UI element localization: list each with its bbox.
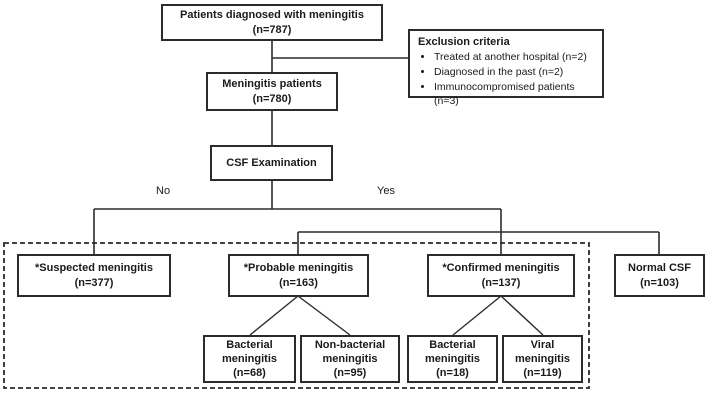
node-label: Patients diagnosed with meningitis: [180, 9, 364, 22]
dashed-group-outline: [3, 242, 590, 389]
node-bacterial-meningitis-confirmed: Bacterial meningitis (n=18): [407, 335, 498, 383]
exclusion-item: Immunocompromised patients (n=3): [434, 80, 596, 109]
node-count: (n=95): [333, 367, 367, 380]
node-normal-csf: Normal CSF (n=103): [614, 254, 705, 297]
node-label: *Probable meningitis: [243, 262, 354, 275]
exclusion-item: Diagnosed in the past (n=2): [434, 65, 596, 80]
node-suspected-meningitis: *Suspected meningitis (n=377): [17, 254, 171, 297]
node-count: (n=119): [523, 367, 562, 380]
node-label: Non-bacterial: [314, 338, 386, 351]
branch-label-yes: Yes: [377, 185, 395, 197]
node-count: (n=68): [233, 367, 266, 380]
node-count: (n=163): [279, 276, 318, 289]
connector-probable-to-nonbacterial: [297, 295, 351, 336]
node-label: meningitis: [514, 352, 570, 365]
node-viral-meningitis: Viral meningitis (n=119): [502, 335, 583, 383]
node-count: (n=780): [252, 92, 292, 105]
node-confirmed-meningitis: *Confirmed meningitis (n=137): [427, 254, 575, 297]
node-count: (n=377): [74, 276, 114, 289]
node-label: Meningitis patients: [222, 78, 322, 91]
node-patients-diagnosed: Patients diagnosed with meningitis (n=78…: [161, 4, 383, 41]
node-meningitis-patients: Meningitis patients (n=780): [206, 72, 338, 111]
node-label: Bacterial: [226, 338, 273, 351]
node-label: Normal CSF: [628, 262, 691, 275]
node-non-bacterial-meningitis: Non-bacterial meningitis (n=95): [300, 335, 400, 383]
node-label: *Suspected meningitis: [35, 262, 153, 275]
node-count: (n=787): [252, 23, 292, 36]
exclusion-criteria-box: Exclusion criteria Treated at another ho…: [408, 29, 604, 107]
connector-confirmed-to-bacterial: [452, 295, 502, 336]
exclusion-item: Treated at another hospital (n=2): [434, 50, 596, 65]
node-label: *Confirmed meningitis: [442, 262, 560, 275]
node-label: CSF Examination: [226, 156, 317, 169]
node-label: Viral: [530, 338, 555, 351]
node-probable-meningitis: *Probable meningitis (n=163): [228, 254, 369, 297]
node-label: meningitis: [221, 352, 277, 365]
node-label: meningitis: [322, 352, 378, 365]
connector-probable-to-bacterial: [249, 295, 299, 336]
node-count: (n=103): [640, 276, 679, 289]
node-label: meningitis: [424, 352, 480, 365]
exclusion-list: Treated at another hospital (n=2) Diagno…: [418, 50, 596, 109]
node-label: Bacterial: [429, 338, 476, 351]
node-count: (n=137): [481, 276, 521, 289]
branch-label-no: No: [156, 185, 171, 197]
node-count: (n=18): [436, 367, 469, 380]
connector-confirmed-to-viral: [500, 295, 544, 336]
node-bacterial-meningitis-probable: Bacterial meningitis (n=68): [203, 335, 296, 383]
node-csf-examination: CSF Examination: [210, 145, 333, 181]
exclusion-title: Exclusion criteria: [418, 36, 510, 48]
